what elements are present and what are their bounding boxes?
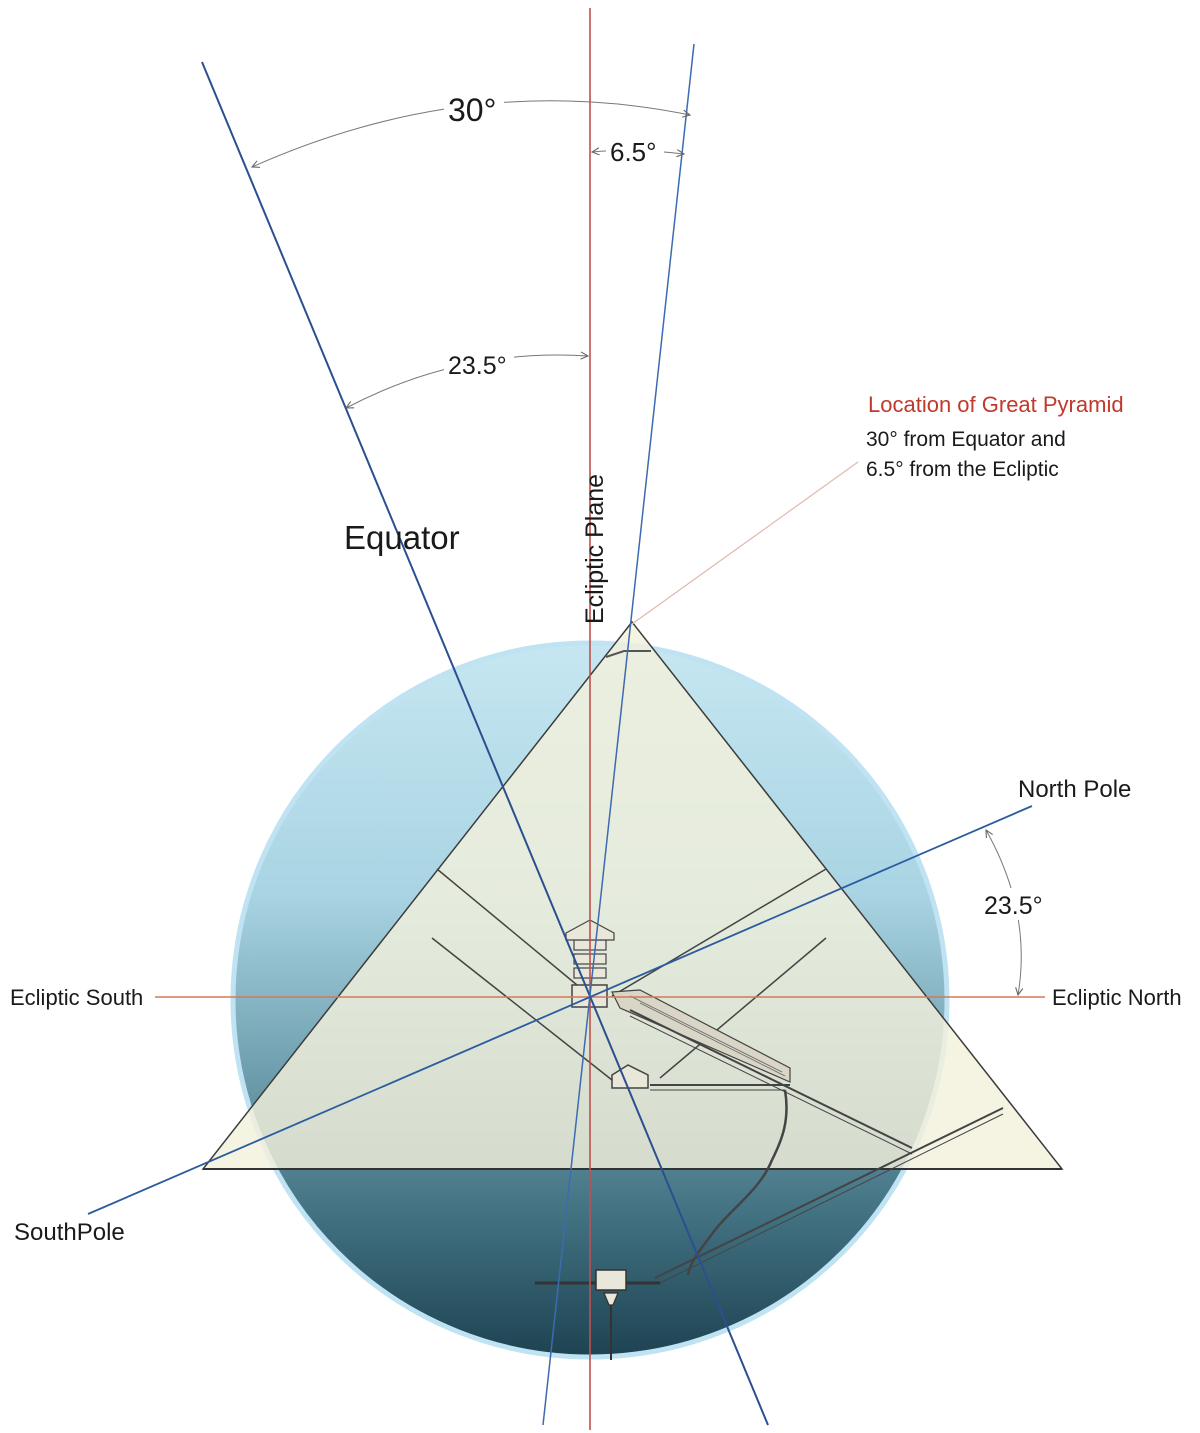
north-pole-label: North Pole: [1018, 776, 1131, 803]
angle-30-label: 30°: [448, 92, 496, 128]
equator-label: Equator: [344, 519, 460, 556]
pyramid-apex-cap: [605, 650, 651, 658]
angle-6-5-label: 6.5°: [610, 137, 657, 167]
descending-passage-lower: [654, 1107, 1004, 1279]
pyramid-cross-section: [201, 620, 1064, 1360]
angle-23-5-top-label: 23.5°: [448, 352, 507, 380]
location-line-1: 30° from Equator and: [866, 428, 1066, 451]
air-shaft-south-lower: [431, 937, 613, 1081]
ecliptic-south-label: Ecliptic South: [10, 985, 143, 1010]
pole-axis-line: [87, 805, 1033, 1215]
south-pole-label: SouthPole: [14, 1219, 125, 1246]
pyramid-location-line: [542, 43, 695, 1426]
location-title: Location of Great Pyramid: [868, 392, 1124, 417]
well-shaft: [686, 1089, 788, 1276]
air-shaft-south-upper: [436, 868, 578, 986]
air-shaft-north-upper: [611, 868, 827, 997]
subterranean-chamber: [535, 1269, 660, 1360]
descending-passage: [629, 1009, 913, 1149]
grand-gallery: [611, 989, 791, 1083]
air-shaft-north-lower: [659, 937, 827, 1079]
angle-23-5-right-label: 23.5°: [984, 892, 1043, 920]
location-pointer-line: [631, 461, 859, 625]
ecliptic-north-label: Ecliptic North: [1052, 985, 1182, 1010]
equator-line: [201, 61, 769, 1426]
location-line-2: 6.5° from the Ecliptic: [866, 458, 1059, 481]
ecliptic-plane-label: Ecliptic Plane: [581, 474, 609, 624]
